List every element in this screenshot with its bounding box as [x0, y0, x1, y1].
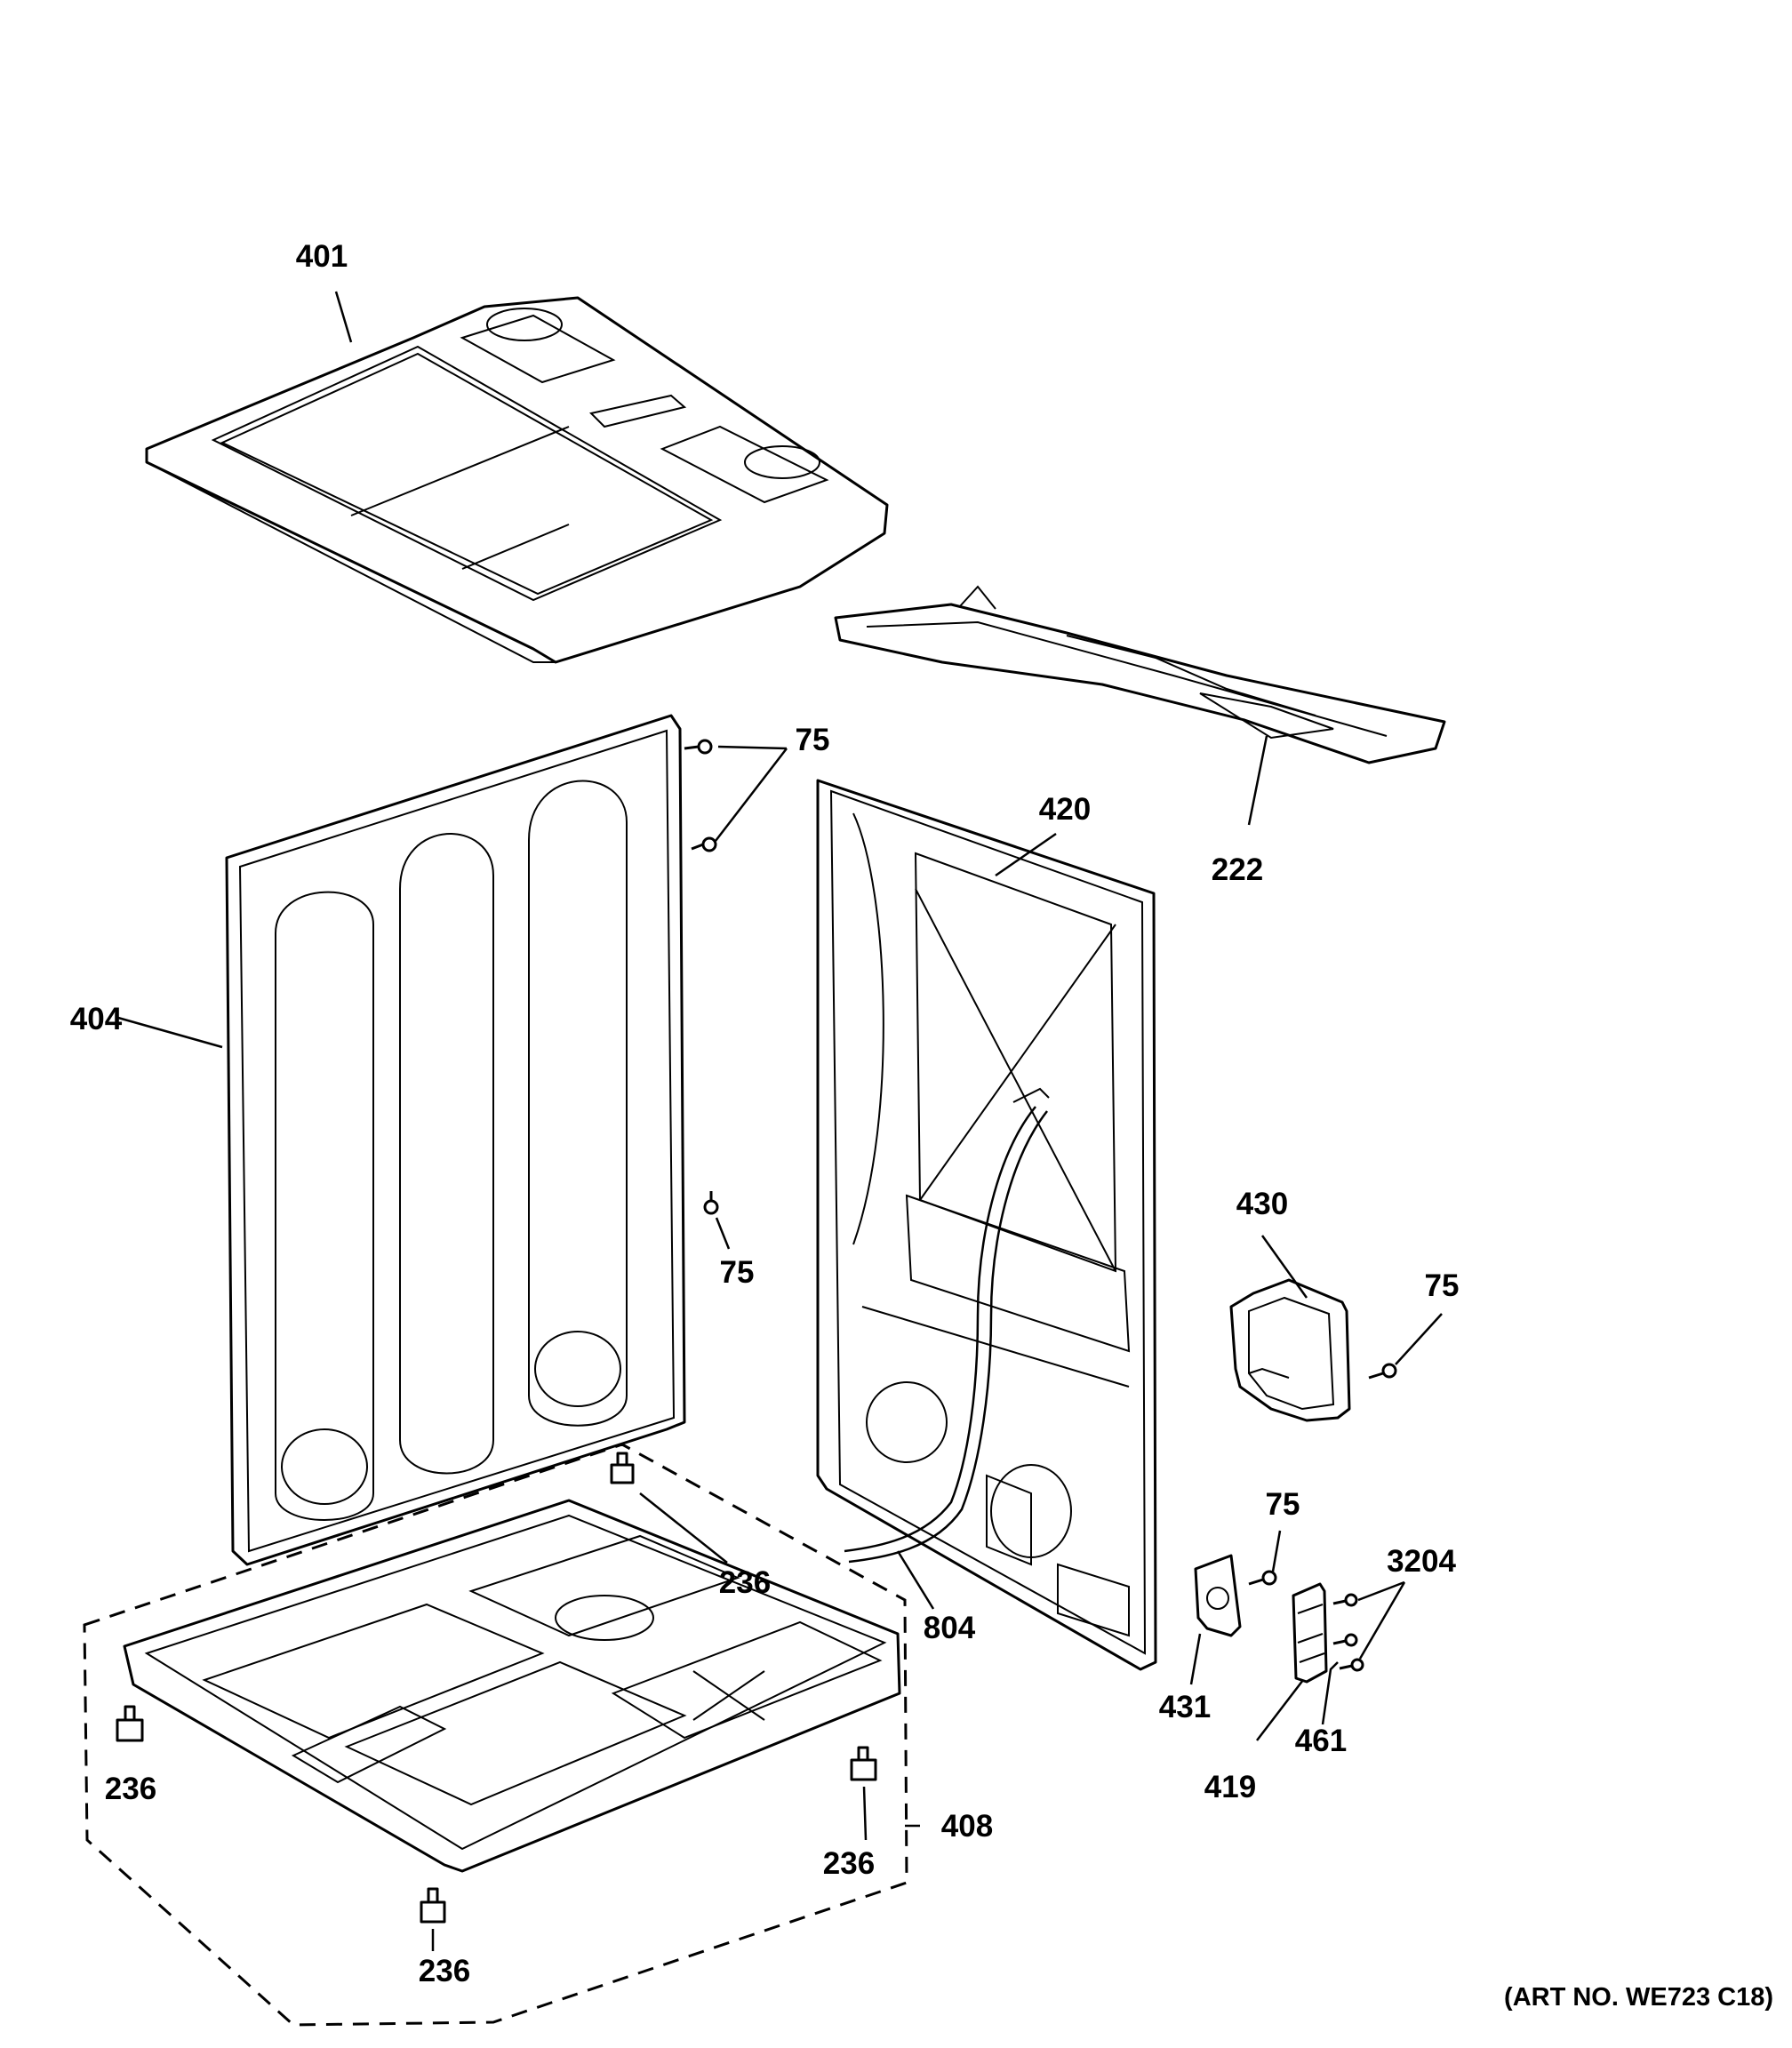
base[interactable]	[123, 1499, 901, 1873]
leg-236-back[interactable]	[610, 1452, 635, 1484]
label-222: 222	[1212, 852, 1263, 887]
top-rail[interactable]	[834, 585, 1446, 764]
label-419: 419	[1204, 1770, 1256, 1804]
terminal-block[interactable]	[1292, 1582, 1328, 1684]
screw-75-a[interactable]	[684, 739, 713, 755]
label-75-duct: 75	[1425, 1268, 1460, 1303]
leg-236-front[interactable]	[420, 1887, 446, 1924]
screw-75-bracket[interactable]	[1248, 1570, 1277, 1586]
leader-lines	[117, 291, 1443, 1951]
art-number: (ART NO. WE723 C18)	[1504, 1983, 1773, 2012]
label-430: 430	[1236, 1187, 1288, 1221]
screw-3204-a[interactable]	[1332, 1593, 1358, 1607]
duct[interactable]	[1229, 1278, 1351, 1422]
screw-75-b[interactable]	[691, 836, 717, 852]
screw-75-c[interactable]	[703, 1191, 719, 1215]
label-236-left: 236	[105, 1772, 156, 1806]
leg-236-left[interactable]	[116, 1705, 144, 1742]
label-431: 431	[1159, 1690, 1211, 1724]
leg-236-right[interactable]	[850, 1746, 877, 1781]
label-236-back: 236	[719, 1565, 771, 1600]
label-804: 804	[924, 1611, 976, 1645]
screw-3204-c[interactable]	[1339, 1658, 1364, 1672]
label-3204: 3204	[1387, 1544, 1456, 1579]
top-cover[interactable]	[145, 296, 889, 664]
power-cord[interactable]	[844, 1087, 1050, 1564]
label-420: 420	[1039, 792, 1091, 827]
side-panel[interactable]	[225, 714, 686, 1566]
label-75-bracket: 75	[1266, 1487, 1300, 1522]
base-outline	[83, 1443, 908, 2027]
screw-75-duct[interactable]	[1368, 1363, 1397, 1380]
screw-3204-b[interactable]	[1332, 1633, 1358, 1647]
label-404: 404	[70, 1002, 123, 1036]
terminal-plate[interactable]	[1194, 1554, 1242, 1637]
label-401: 401	[296, 239, 348, 274]
label-408: 408	[941, 1809, 993, 1844]
label-75-mid: 75	[720, 1255, 755, 1290]
label-236-front: 236	[419, 1954, 470, 1988]
label-75-top: 75	[796, 723, 830, 757]
label-461: 461	[1295, 1724, 1347, 1758]
label-236-right: 236	[823, 1846, 875, 1881]
